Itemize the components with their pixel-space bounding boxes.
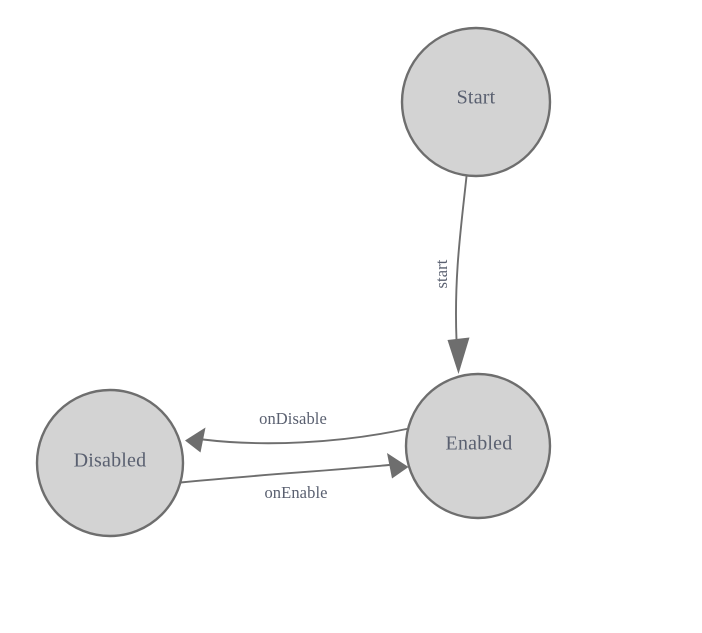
edge-label-onenable: onEnable <box>264 483 327 502</box>
arrowhead-into-disabled <box>185 427 206 453</box>
edge-path-enabled-to-disabled <box>202 428 408 445</box>
state-node-enabled-label: Enabled <box>446 433 513 455</box>
state-node-start-circle <box>400 26 552 178</box>
edge-start-to-enabled[interactable]: start <box>432 175 470 375</box>
edge-enabled-to-disabled[interactable]: onDisable <box>185 409 408 453</box>
state-node-enabled-circle <box>404 372 552 520</box>
state-node-start[interactable]: Start <box>400 26 552 178</box>
edge-path-start-to-enabled <box>455 175 468 341</box>
state-node-start-label: Start <box>457 87 496 109</box>
state-node-disabled[interactable]: Disabled <box>35 388 185 538</box>
arrowhead-into-enabled-left <box>387 453 409 479</box>
state-node-disabled-label: Disabled <box>74 450 147 472</box>
edge-disabled-to-enabled[interactable]: onEnable <box>179 453 409 502</box>
edge-label-start: start <box>432 259 451 288</box>
edge-path-disabled-to-enabled <box>179 464 390 484</box>
state-node-disabled-circle <box>35 388 185 538</box>
edge-label-ondisable: onDisable <box>259 409 327 428</box>
state-node-enabled[interactable]: Enabled <box>404 372 552 520</box>
arrowhead-into-enabled-top <box>447 337 470 374</box>
